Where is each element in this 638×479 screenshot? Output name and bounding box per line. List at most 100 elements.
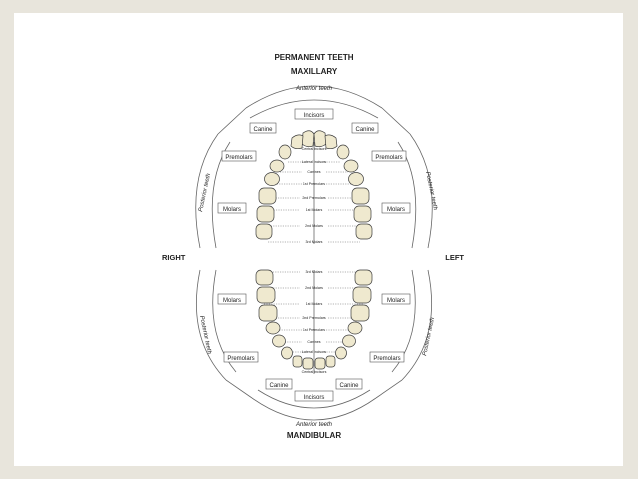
- lower-2nd-molar-right: [256, 286, 276, 304]
- lower-3rd-molar-left: [354, 269, 373, 286]
- lower-label-1st-premolars: 1st Premolars: [303, 328, 325, 332]
- dental-chart-figure: PERMANENT TEETH MAXILLARY MANDIBULAR RIG…: [130, 38, 499, 446]
- lower-molars-label-right: Molars: [223, 298, 241, 304]
- lower-anterior-ring-outer: [251, 397, 377, 421]
- dental-chart-svg: PERMANENT TEETH MAXILLARY MANDIBULAR RIG…: [162, 53, 464, 440]
- upper-anterior-ring-inner: [249, 99, 379, 119]
- lower-label-2nd-premolars: 2nd Premolars: [302, 316, 326, 320]
- lower-premolars-label-left: Premolars: [373, 356, 400, 362]
- upper-label-1st-premolars: 1st Premolars: [303, 182, 325, 186]
- lower-label-lateral-incisors: Lateral incisors: [302, 350, 326, 354]
- upper-canine-box-left: [351, 122, 379, 134]
- upper-1st-premolar-right: [269, 159, 285, 173]
- lower-incisors-label: Incisors: [304, 395, 325, 401]
- upper-central-incisor-left: [313, 130, 327, 148]
- lower-teeth: [255, 269, 373, 370]
- upper-tooth-labels: Central incisors Lateral incisors Canine…: [302, 147, 327, 244]
- right-side-label: RIGHT: [162, 253, 186, 262]
- upper-2nd-premolar-left: [348, 172, 364, 186]
- lower-1st-molar-right: [258, 304, 278, 322]
- lower-posterior-teeth-label-left: Posterior teeth: [422, 316, 436, 356]
- upper-1st-molar-left: [351, 187, 370, 205]
- lower-2nd-premolar-right: [265, 321, 281, 335]
- lower-1st-premolar-left: [342, 334, 356, 348]
- upper-premolars-label-left: Premolars: [375, 155, 402, 161]
- left-side-label: LEFT: [445, 253, 464, 262]
- upper-canine-left: [336, 144, 350, 160]
- lower-label-1st-molars: 1st Molars: [306, 302, 323, 306]
- lower-molars-box-right: [217, 293, 247, 305]
- upper-3rd-molar-right: [255, 223, 273, 240]
- upper-premolars-label-right: Premolars: [225, 155, 252, 161]
- lower-3rd-molar-right: [255, 269, 274, 286]
- upper-incisors-label: Incisors: [304, 113, 325, 119]
- upper-anterior-ring-outer: [245, 85, 383, 109]
- upper-molars-box-right: [217, 202, 247, 214]
- lower-canine-label-right: Canine: [269, 383, 289, 389]
- upper-molars-box-left: [381, 202, 411, 214]
- lower-premolars-box-right: [223, 351, 259, 363]
- upper-canine-box-right: [249, 122, 277, 134]
- upper-label-central-incisors: Central incisors: [302, 147, 327, 151]
- lower-molars-label-left: Molars: [387, 298, 405, 304]
- lower-posterior-ring-inner: [212, 269, 416, 373]
- lower-1st-molar-left: [350, 304, 370, 322]
- lower-label-3rd-molars: 3rd Molars: [306, 270, 323, 274]
- upper-label-2nd-premolars: 2nd Premolars: [302, 196, 326, 200]
- upper-incisors-box: [294, 108, 334, 120]
- lower-premolars-label-right: Premolars: [227, 356, 254, 362]
- lower-ring-dividers: [225, 379, 403, 399]
- slide: PERMANENT TEETH MAXILLARY MANDIBULAR RIG…: [14, 13, 623, 466]
- upper-molars-label-right: Molars: [223, 207, 241, 213]
- upper-premolars-box-right: [221, 150, 257, 162]
- lower-2nd-premolar-left: [347, 321, 363, 335]
- upper-premolars-box-left: [371, 150, 407, 162]
- upper-3rd-molar-left: [355, 223, 373, 240]
- lower-central-incisor-left: [314, 357, 326, 370]
- lower-central-incisor-right: [302, 357, 314, 370]
- upper-1st-premolar-left: [343, 159, 359, 173]
- lower-2nd-molar-left: [352, 286, 372, 304]
- lower-arch-rings: [195, 269, 433, 421]
- lower-molars-box-left: [381, 293, 411, 305]
- upper-ring-dividers: [217, 107, 411, 135]
- lower-lateral-incisor-left: [325, 355, 336, 368]
- lower-label-2nd-molars: 2nd Molars: [305, 286, 323, 290]
- lower-label-canines: Canines: [307, 340, 320, 344]
- chart-title: PERMANENT TEETH: [274, 53, 353, 62]
- lower-premolars-box-left: [369, 351, 405, 363]
- lower-anterior-teeth-label: Anterior teeth: [295, 422, 333, 428]
- upper-canine-label-left: Canine: [355, 127, 375, 133]
- upper-label-canines: Canines: [307, 170, 320, 174]
- upper-molars-label-left: Molars: [387, 207, 405, 213]
- maxillary-label: MAXILLARY: [291, 67, 338, 76]
- upper-2nd-molar-right: [256, 205, 275, 223]
- upper-lateral-incisor-right: [290, 134, 304, 150]
- lower-1st-premolar-right: [272, 334, 286, 348]
- upper-teeth: [255, 130, 373, 240]
- mandibular-label: MANDIBULAR: [287, 431, 341, 440]
- lower-posterior-ring-outer: [195, 269, 433, 381]
- upper-1st-molar-right: [258, 187, 277, 205]
- lower-lateral-incisor-right: [292, 355, 303, 368]
- upper-2nd-molar-left: [353, 205, 372, 223]
- upper-lateral-incisor-left: [324, 134, 338, 150]
- upper-2nd-premolar-right: [264, 172, 280, 186]
- upper-label-3rd-molars: 3rd Molars: [306, 240, 323, 244]
- upper-label-lateral-incisors: Lateral incisors: [302, 160, 326, 164]
- upper-label-1st-molars: 1st Molars: [306, 208, 323, 212]
- upper-label-2nd-molars: 2nd Molars: [305, 224, 323, 228]
- lower-canine-left: [335, 346, 347, 360]
- lower-tooth-labels: 3rd Molars 2nd Molars 1st Molars 2nd Pre…: [302, 270, 327, 374]
- upper-central-incisor-right: [301, 130, 315, 148]
- upper-canine-right: [278, 144, 292, 160]
- lower-canine-label-left: Canine: [339, 383, 359, 389]
- lower-canine-box-right: [265, 378, 293, 390]
- upper-canine-label-right: Canine: [253, 127, 273, 133]
- lower-anterior-ring-inner: [257, 389, 371, 409]
- lower-canine-box-left: [335, 378, 363, 390]
- lower-canine-right: [281, 346, 293, 360]
- upper-anterior-teeth-label: Anterior teeth: [295, 86, 333, 92]
- lower-label-central-incisors: Central incisors: [302, 370, 327, 374]
- upper-posterior-ring-outer: [195, 133, 433, 249]
